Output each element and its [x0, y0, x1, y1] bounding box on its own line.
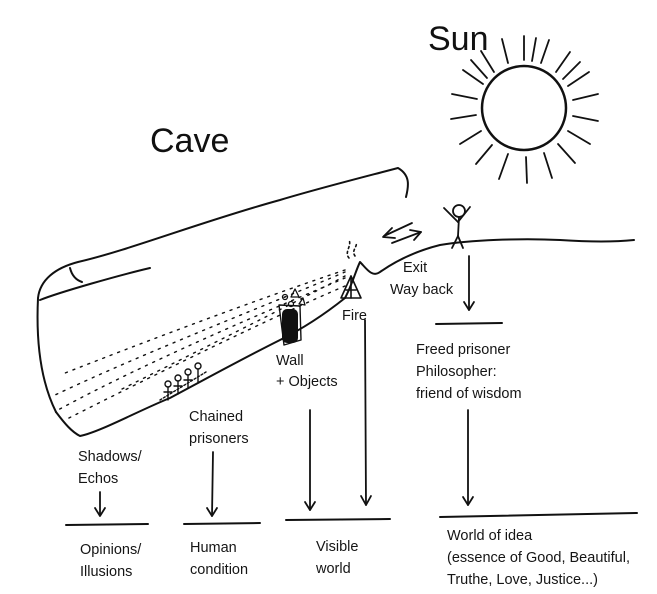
sun-icon	[450, 35, 599, 184]
exit-label: Exit	[403, 260, 428, 276]
cave-inner-top	[69, 267, 83, 283]
flow-arrows	[94, 255, 475, 517]
sun-title: Sun	[428, 20, 489, 58]
visible-label-line2: world	[316, 561, 351, 577]
idea-label-line3: Truthe, Love, Justice...)	[447, 572, 598, 588]
freed-prisoner-icon	[443, 204, 471, 249]
shadows-label-line1: Shadows/	[78, 449, 142, 465]
way-back-label: Way back	[390, 282, 454, 298]
cave-lower-rim	[39, 267, 151, 301]
light-rays	[54, 269, 346, 421]
idea-label-line1: World of idea	[447, 528, 533, 544]
chained-label-line1: Chained	[189, 409, 244, 425]
wall-label: Wall	[276, 353, 304, 369]
freed-label-line2: Philosopher:	[416, 364, 497, 380]
idea-label-line2: (essence of Good, Beautiful,	[447, 550, 630, 566]
visible-label-line1: Visible	[316, 539, 359, 555]
objects-icon	[281, 288, 306, 308]
shadows-label-line2: Echos	[78, 471, 119, 487]
freed-label-line3: friend of wisdom	[416, 386, 522, 402]
human-label-line2: condition	[190, 562, 249, 578]
cave-title: Cave	[150, 122, 230, 160]
exit-slope	[344, 238, 635, 299]
cave-outline	[36, 167, 409, 413]
objects-label: + Objects	[276, 374, 338, 390]
chained-prisoners-icon	[159, 362, 207, 401]
chained-label-line2: prisoners	[189, 431, 249, 447]
opinions-label-line2: Illusions	[80, 564, 133, 580]
freed-label-line1: Freed prisoner	[416, 342, 511, 358]
opinions-label-line1: Opinions/	[80, 542, 142, 558]
fire-label: Fire	[342, 308, 367, 324]
exit-arrows-icon	[382, 222, 422, 244]
wall-icon	[278, 304, 302, 346]
outcome-baselines	[65, 322, 638, 526]
human-label-line1: Human	[190, 540, 237, 556]
fire-icon	[340, 239, 362, 299]
